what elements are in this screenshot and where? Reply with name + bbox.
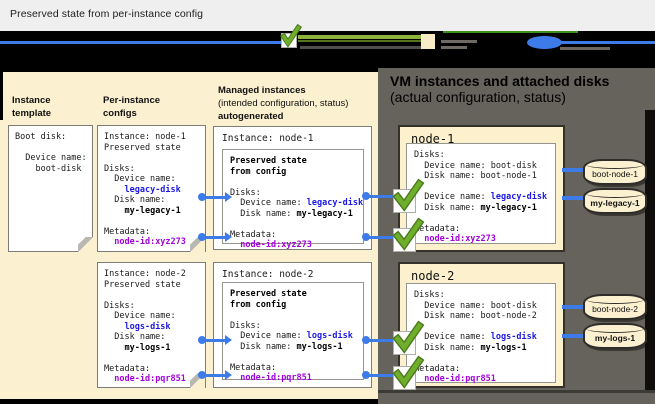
connector-line: [204, 195, 228, 199]
green-check-icon: [392, 178, 425, 212]
status-check-node-1-disk: [392, 178, 425, 213]
connector-line: [368, 235, 396, 239]
disk-label: my-logs-1: [594, 333, 636, 343]
arrowhead-icon: [225, 335, 232, 345]
legend-left-tick: [0, 68, 3, 120]
page-title: Preserved state from per-instance config: [10, 8, 204, 20]
disk-cylinder-my-legacy-1: my-legacy-1: [583, 188, 647, 214]
legend-gray-mark: [441, 46, 467, 49]
legend-blue-line-right: [556, 41, 655, 44]
connector-line: [204, 235, 228, 239]
disk-cylinder-my-logs-1: my-logs-1: [583, 323, 647, 349]
legend-band: [0, 23, 655, 68]
connector-dot: [198, 336, 206, 344]
connector-line: [368, 338, 396, 342]
connector-dot: [362, 233, 370, 241]
right-panel-title: VM instances and attached disks (actual …: [390, 73, 610, 105]
legend-gray-mark: [560, 47, 610, 50]
arrowhead-icon: [225, 370, 232, 380]
green-check-icon: [392, 217, 425, 251]
legend-green-line-dark: [298, 40, 422, 42]
green-check-icon: [392, 320, 425, 354]
managed-instance-title: Instance: node-2: [222, 269, 314, 280]
legend-gray-mark: [441, 40, 477, 43]
connector-dot: [198, 193, 206, 201]
connector-dot: [362, 371, 370, 379]
column-header-instance-template: Instance template: [12, 95, 52, 119]
instance-template-card: Boot disk: Device name: boot-disk: [8, 125, 93, 252]
connector-dot: [198, 371, 206, 379]
connector-line: [368, 194, 396, 198]
vm-title: node-2: [411, 269, 455, 283]
vm-detail-box-node-1: Disks: Device name: boot-disk Disk name:…: [406, 143, 556, 244]
disk-label: my-legacy-1: [590, 198, 640, 208]
connector-line: [204, 338, 228, 342]
connector-line: [204, 373, 228, 377]
dark-panel-divider: [378, 390, 655, 393]
legend-blue-line-left: [0, 41, 282, 44]
green-check-icon: [279, 23, 303, 48]
connector-dot: [198, 233, 206, 241]
status-check-node-2-metadata: [392, 355, 425, 390]
disk-connector-line: [562, 305, 584, 309]
legend-blue-ellipse-icon: [527, 36, 562, 49]
status-check-node-2-disk: [392, 320, 425, 355]
managed-instance-title: Instance: node-1: [222, 133, 314, 144]
legend-green-line-light: [298, 35, 422, 39]
arrowhead-icon: [225, 192, 232, 202]
title-bar: Preserved state from per-instance config: [0, 0, 655, 31]
vm-title: node-1: [411, 132, 455, 146]
vm-detail-box-node-2: Disks: Device name: boot-disk Disk name:…: [406, 283, 556, 384]
column-header-managed-instances: Managed instances (intended configuratio…: [218, 85, 349, 122]
green-check-icon: [392, 355, 425, 389]
status-check-node-1-metadata: [392, 217, 425, 252]
disk-cylinder-boot-node-2: boot-node-2: [583, 294, 647, 320]
disk-label: boot-node-1: [592, 169, 638, 179]
legend-green-line-2: [443, 31, 578, 33]
connector-dot: [362, 336, 370, 344]
column-header-per-instance-configs: Per-instance configs: [103, 95, 161, 119]
arrowhead-icon: [225, 232, 232, 242]
folded-corner: [78, 237, 93, 252]
disk-connector-line: [562, 168, 584, 172]
disk-connector-line: [562, 334, 584, 338]
dark-right-strip: [645, 110, 655, 391]
disk-label: boot-node-2: [592, 304, 638, 314]
legend-cream-swatch-icon: [421, 34, 435, 49]
disk-cylinder-boot-node-1: boot-node-1: [583, 159, 647, 185]
legend-check-icon: [279, 23, 303, 48]
connector-line: [368, 373, 396, 377]
connector-dot: [362, 192, 370, 200]
disk-connector-line: [562, 196, 584, 200]
legend-gray-bar: [300, 46, 428, 49]
